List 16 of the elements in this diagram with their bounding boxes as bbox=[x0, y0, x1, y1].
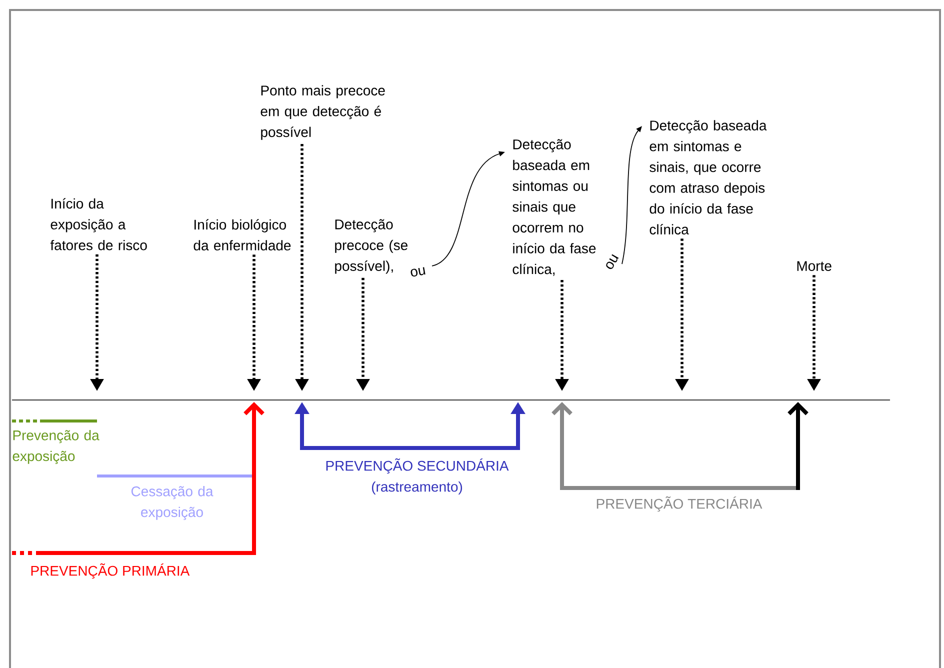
prevention-label: PREVENÇÃO PRIMÁRIA bbox=[31, 563, 190, 579]
prevention-label: PREVENÇÃO SECUNDÁRIA bbox=[326, 458, 509, 474]
event-label: Ponto mais precoce em que detecção é possível bbox=[260, 85, 385, 140]
prevention-label: Prevenção da exposição bbox=[12, 430, 100, 464]
edge-label: ou bbox=[408, 266, 428, 278]
event-label: Detecção precoce (se possível), bbox=[335, 219, 408, 274]
edge-label: ou bbox=[603, 252, 621, 272]
event-label: Detecção baseada em sintomas ou sinais que ocorrem no início da fase clínica, bbox=[512, 139, 596, 276]
prevention-label: PREVENÇÃO TERCIÁRIA bbox=[596, 496, 762, 512]
curved-arrow bbox=[622, 126, 642, 264]
event-label: Detecção baseada em sintomas e sinais, que ocorre com atraso depois do início da fase clínica bbox=[650, 120, 767, 234]
event-label: Início da exposição a fatores de risco bbox=[50, 198, 147, 250]
prevention-label: (rastreamento) bbox=[372, 481, 462, 494]
event-label: Início biológico da enfermidade bbox=[194, 219, 291, 250]
prevention-label: Cessação da exposição bbox=[131, 486, 214, 520]
event-label: Morte bbox=[797, 261, 832, 271]
